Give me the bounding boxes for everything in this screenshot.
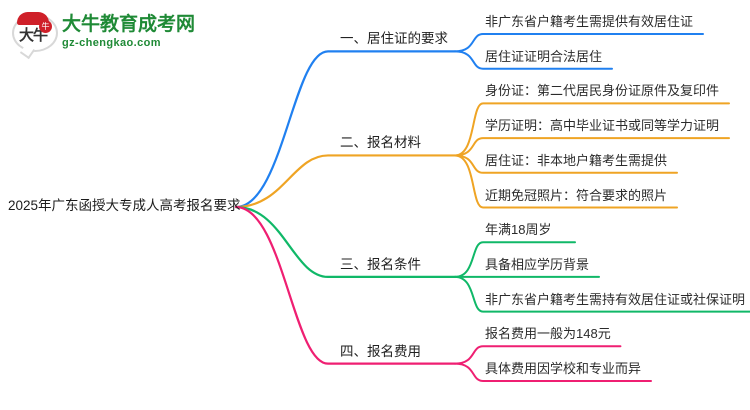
connector-path — [454, 362, 652, 382]
site-logo: 大牛 牛 大牛教育成考网 gz-chengkao.com — [10, 6, 210, 58]
connector-path — [454, 241, 576, 278]
logo-wordmark: 大牛教育成考网 gz-chengkao.com — [62, 14, 195, 50]
logo-subtitle: gz-chengkao.com — [62, 37, 161, 49]
logo-title: 大牛教育成考网 — [62, 14, 196, 35]
mindmap-leaf-4-1[interactable]: 报名费用一般为148元 — [485, 326, 611, 342]
mindmap-leaf-2-4[interactable]: 近期免冠照片：符合要求的照片 — [485, 187, 668, 203]
connector-path — [454, 154, 678, 209]
connector-path — [234, 50, 457, 209]
mindmap-leaf-4-2[interactable]: 具体费用因学校和专业而异 — [485, 361, 642, 376]
mindmap-leaf-2-1[interactable]: 身份证：第二代居民身份证原件及复印件 — [485, 83, 720, 99]
mindmap-leaf-2-2[interactable]: 学历证明：高中毕业证书或同等学力证明 — [485, 118, 720, 134]
mindmap-leaf-3-3[interactable]: 非广东省户籍考生需持有效居住证或社保证明 — [485, 291, 746, 307]
mindmap-branch-1[interactable]: 一、居住证的要求 — [340, 31, 448, 47]
mindmap-leaf-1-1[interactable]: 非广东省户籍考生需提供有效居住证 — [485, 14, 694, 29]
mindmap-branch-2[interactable]: 二、报名材料 — [340, 135, 421, 151]
mindmap-leaf-3-2[interactable]: 具备相应学历背景 — [485, 256, 590, 272]
connector-path — [454, 275, 750, 313]
mindmap-leaf-2-3[interactable]: 居住证：非本地户籍考生需提供 — [485, 152, 668, 168]
logo-badge-icon: 牛 — [39, 20, 52, 33]
connector-path — [454, 137, 730, 157]
mindmap-leaf-3-1[interactable]: 年满18周岁 — [485, 222, 552, 238]
mindmap-branch-4[interactable]: 四、报名费用 — [340, 343, 421, 359]
mindmap-leaf-1-2[interactable]: 居住证证明合法居住 — [485, 48, 603, 64]
mindmap-branch-3[interactable]: 三、报名条件 — [340, 256, 421, 272]
connector-path — [234, 154, 457, 209]
connector-path — [454, 33, 704, 53]
connector-path — [234, 205, 457, 278]
mindmap-root-node[interactable]: 2025年广东函授大专成人高考报名要求 — [8, 198, 241, 213]
connector-path — [454, 102, 730, 157]
logo-mark-icon: 大牛 牛 — [10, 10, 58, 54]
connector-path — [454, 50, 613, 70]
connector-path — [234, 205, 457, 365]
connector-path — [454, 345, 622, 365]
